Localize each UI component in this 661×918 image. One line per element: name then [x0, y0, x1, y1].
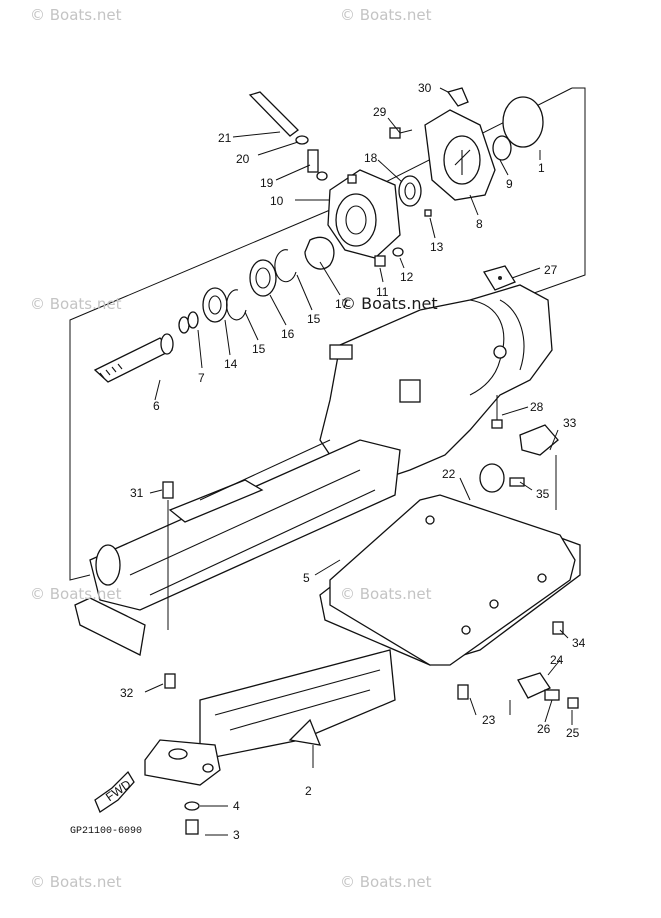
- callout-labels: 1 2 3 4 5 6 7 8 9 10 11 12 13 14 15 15 1…: [120, 81, 586, 842]
- callout-3: 3: [233, 828, 240, 842]
- callout-31: 31: [130, 486, 144, 500]
- watermark: © Boats.net: [30, 585, 122, 603]
- o-ring-1: [502, 96, 544, 148]
- o-ring-9: [492, 135, 512, 161]
- washer-4: [184, 801, 200, 811]
- bolt-31: [162, 481, 174, 630]
- callout-18: 18: [364, 151, 378, 165]
- callout-13: 13: [430, 240, 444, 254]
- bolt-29: [389, 127, 413, 139]
- callout-35: 35: [536, 487, 550, 501]
- watermark: © Boats.net: [340, 6, 432, 24]
- leader-lines: [144, 87, 573, 836]
- washer-12: [392, 247, 404, 257]
- washer-20: [295, 135, 309, 145]
- callout-1: 1: [538, 161, 545, 175]
- callout-22: 22: [442, 467, 456, 481]
- callout-4: 4: [233, 799, 240, 813]
- callout-34: 34: [572, 636, 586, 650]
- grease-nipple-21: [248, 91, 299, 137]
- watermark: © Boats.net: [340, 873, 432, 891]
- bolt-34: [552, 621, 564, 635]
- callout-19: 19: [260, 176, 274, 190]
- callout-15b: 15: [307, 312, 321, 326]
- watermark: © Boats.net: [30, 295, 122, 313]
- callout-8: 8: [476, 217, 483, 231]
- watermark: © Boats.net: [340, 294, 438, 313]
- group-outline-left: [69, 209, 331, 581]
- collar-17: [304, 236, 335, 270]
- callout-9: 9: [506, 177, 513, 191]
- watermark: © Boats.net: [30, 873, 122, 891]
- pin-13: [424, 209, 432, 217]
- callout-7: 7: [198, 371, 205, 385]
- callout-15a: 15: [252, 342, 266, 356]
- callout-12: 12: [400, 270, 414, 284]
- bolt-28: [491, 395, 503, 429]
- clip-26: [544, 689, 560, 701]
- bolt-11: [374, 255, 386, 267]
- bolt-23: [457, 684, 469, 700]
- cover-8: [424, 109, 496, 201]
- callout-32: 32: [120, 686, 134, 700]
- callout-30: 30: [418, 81, 432, 95]
- callout-26: 26: [537, 722, 551, 736]
- bearing-14: [202, 287, 228, 323]
- bracket-30: [446, 87, 469, 107]
- fwd-arrow-icon: FWD: [94, 770, 135, 813]
- group-outline-upper: [519, 87, 586, 299]
- bolt-3: [185, 819, 199, 835]
- callout-10: 10: [270, 194, 284, 208]
- base-plate: [144, 739, 221, 786]
- watermark: © Boats.net: [340, 585, 432, 603]
- o-rings-7: [178, 311, 199, 334]
- block-24: [517, 672, 551, 699]
- seal-18: [398, 175, 422, 207]
- callout-16: 16: [281, 327, 295, 341]
- callout-28: 28: [530, 400, 544, 414]
- intake-duct: [199, 649, 396, 761]
- callout-24: 24: [550, 653, 564, 667]
- callout-14: 14: [224, 357, 238, 371]
- circlip-15a: [226, 289, 247, 321]
- callout-33: 33: [563, 416, 577, 430]
- sensor-33: [519, 424, 559, 456]
- connector-35: [479, 463, 525, 493]
- callout-5: 5: [303, 571, 310, 585]
- bolt-32: [164, 673, 176, 689]
- callout-29: 29: [373, 105, 387, 119]
- bearing-housing: [327, 169, 401, 259]
- callout-27: 27: [544, 263, 558, 277]
- plate-27: [482, 265, 516, 291]
- diagram-code: GP21100-6090: [70, 826, 142, 837]
- callout-25: 25: [566, 726, 580, 740]
- callout-2: 2: [305, 784, 312, 798]
- callout-20: 20: [236, 152, 250, 166]
- ride-plate: [329, 494, 576, 666]
- watermark: © Boats.net: [30, 6, 122, 24]
- callout-6: 6: [153, 399, 160, 413]
- circlip-15b: [274, 249, 297, 283]
- callout-23: 23: [482, 713, 496, 727]
- bearing-16: [249, 259, 277, 297]
- driveshaft: [93, 333, 174, 383]
- fitting-19: [307, 149, 328, 181]
- callout-11: 11: [376, 285, 389, 299]
- bolt-25: [567, 697, 579, 709]
- callout-17: 17: [335, 297, 349, 311]
- callout-21: 21: [218, 131, 232, 145]
